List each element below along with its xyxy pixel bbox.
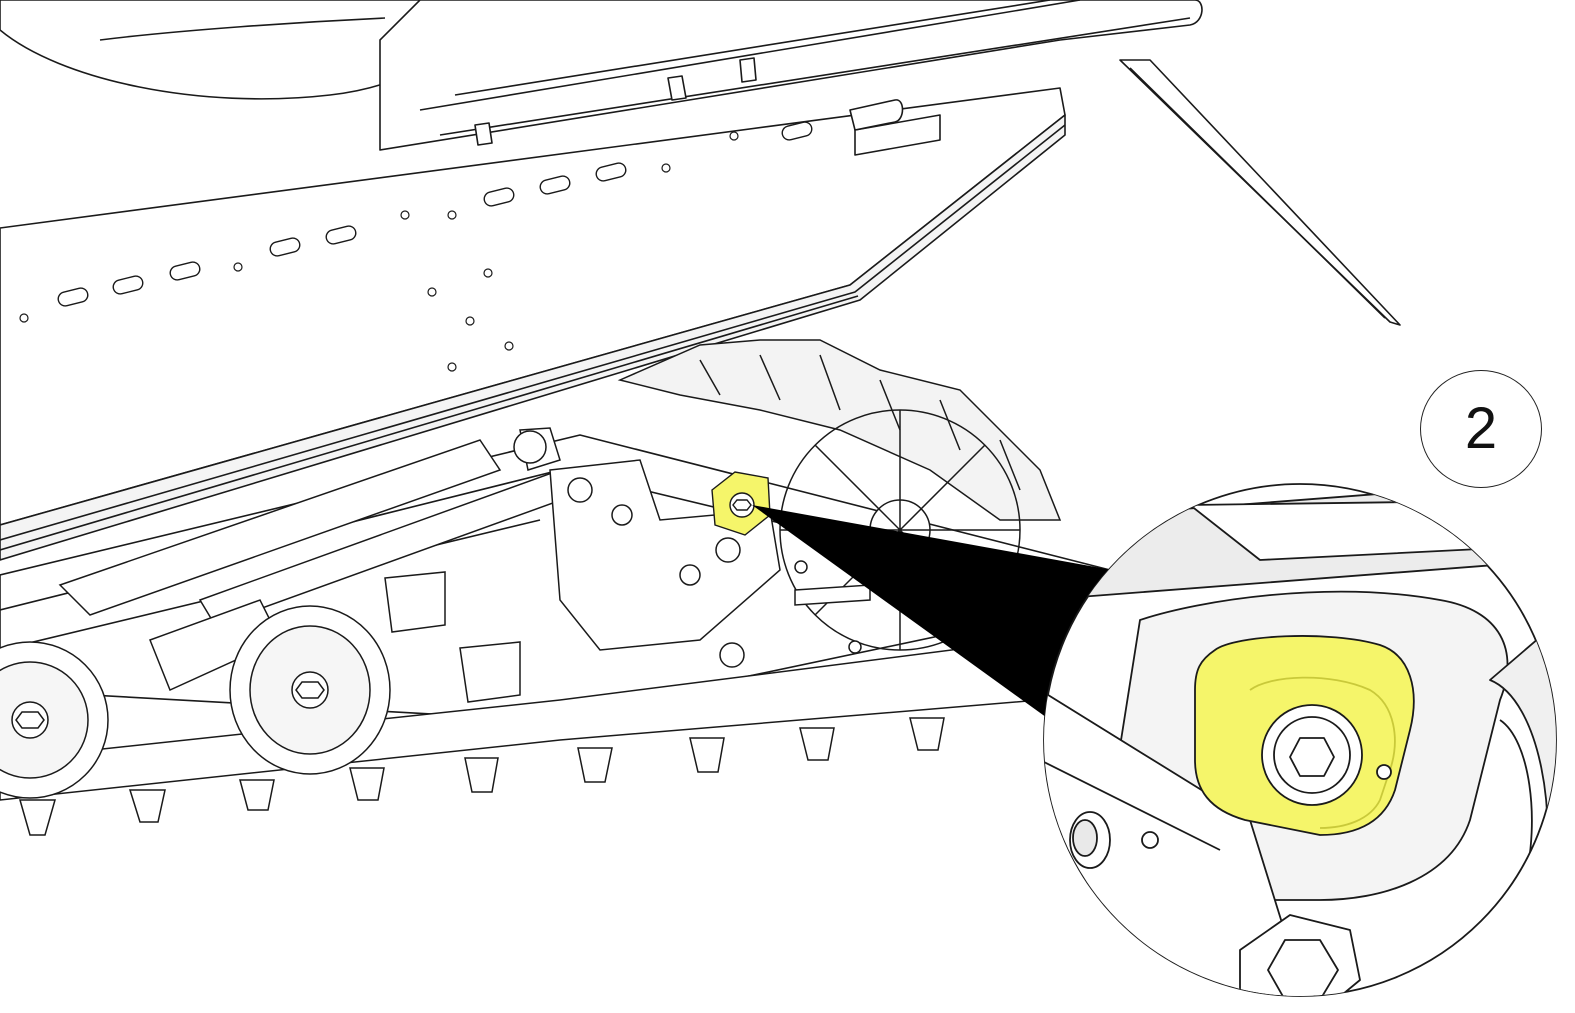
tunnel-rivets	[19, 131, 739, 372]
rail-block-left	[384, 571, 446, 633]
callout-pointer	[752, 505, 1112, 720]
rail-mount-plate	[549, 459, 781, 651]
suspension-parts	[0, 409, 1021, 799]
zoom-detail	[1043, 483, 1557, 997]
step-number-badge: 2	[1420, 370, 1542, 488]
rail-block-right	[459, 641, 521, 703]
tunnel-flange	[0, 114, 1066, 561]
idler-wheel-right	[229, 605, 391, 775]
taillight-recess	[854, 114, 941, 156]
seat-edge	[99, 17, 386, 41]
rear-arm	[58, 439, 502, 616]
rack-post-far	[739, 57, 757, 83]
track-lugs-upper	[617, 339, 1062, 521]
hex-socket-bolt-icon	[1289, 737, 1335, 777]
rack-post-right	[667, 75, 687, 101]
rack-post-left	[474, 122, 493, 146]
idler-wheel-left	[0, 641, 109, 799]
step-number: 2	[1464, 396, 1498, 461]
target-bolt-small	[711, 471, 771, 536]
tunnel-slots	[57, 121, 813, 307]
